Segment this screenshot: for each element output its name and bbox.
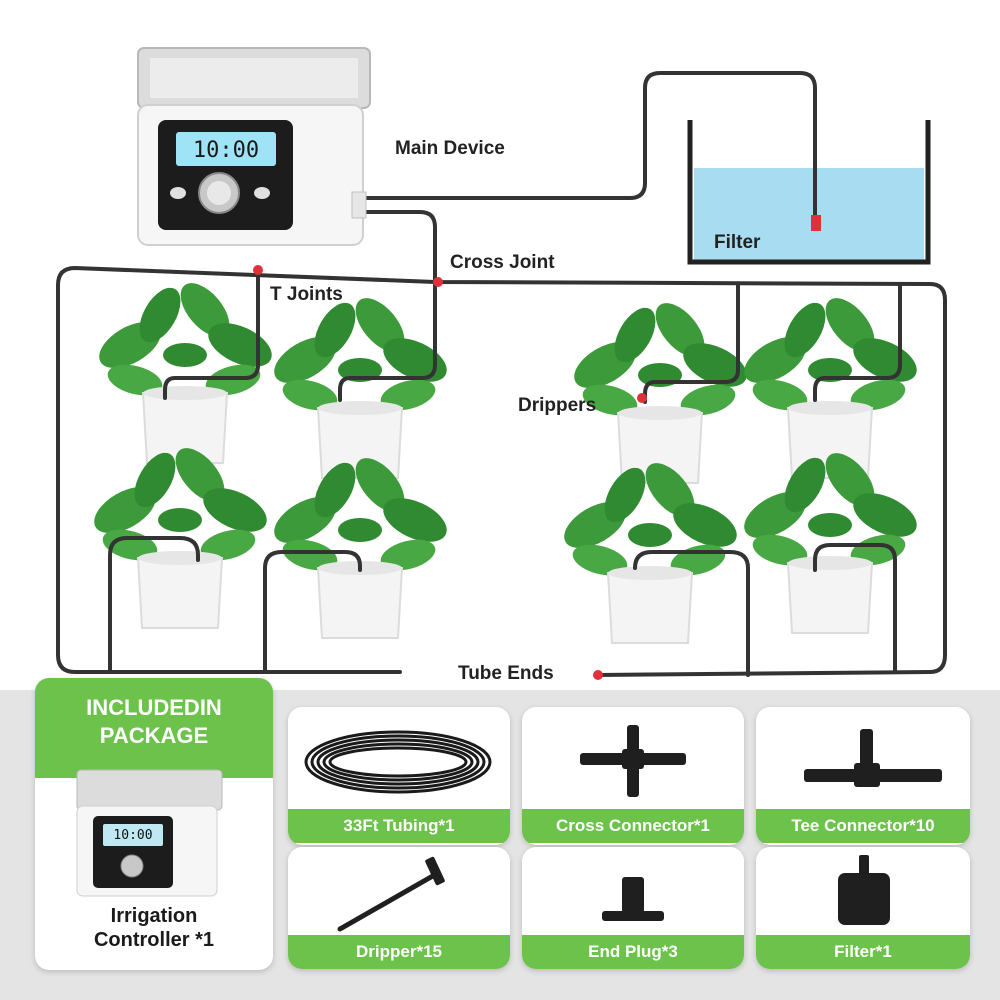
device-time-readout: 10:00 [193, 138, 259, 163]
package-title: INCLUDEDIN PACKAGE [35, 678, 273, 778]
filter-head-marker [811, 215, 821, 231]
connector-markers [253, 215, 821, 680]
label-main-device: Main Device [395, 138, 505, 159]
main-device [137, 47, 371, 246]
end-plug-icon [602, 877, 664, 921]
label-drippers: Drippers [518, 395, 597, 416]
package-title-line1: INCLUDEDIN [86, 695, 222, 720]
item-label-tubing: 33Ft Tubing*1 [288, 809, 510, 843]
cross-connector-icon [580, 725, 686, 797]
filter-icon [838, 855, 890, 925]
controller-time-readout: 10:00 [113, 828, 153, 843]
item-label-end-plug: End Plug*3 [522, 935, 744, 969]
item-card-tubing: 33Ft Tubing*1 [288, 707, 510, 845]
t-joint-marker [253, 265, 263, 275]
controller-caption: Irrigation Controller *1 [35, 904, 273, 952]
item-label-dripper: Dripper*15 [288, 935, 510, 969]
controller-caption-line2: Controller *1 [93, 929, 215, 951]
water-tank [687, 120, 931, 265]
label-filter: Filter [714, 232, 761, 253]
dripper-stake-icon [337, 856, 445, 932]
device-right-button [254, 187, 270, 199]
tee-connector-icon [804, 729, 942, 787]
label-cross-joint: Cross Joint [450, 252, 555, 273]
package-controller-card: INCLUDEDIN PACKAGE 10:00 Irrigation Cont… [35, 678, 273, 970]
controller-image [76, 769, 223, 897]
item-card-end-plug: End Plug*3 [522, 847, 744, 969]
item-label-filter: Filter*1 [756, 935, 970, 969]
device-lcd-screen [176, 132, 276, 166]
item-card-dripper: Dripper*15 [288, 847, 510, 969]
item-card-cross-connector: Cross Connector*1 [522, 707, 744, 845]
controller-caption-line1: Irrigation [110, 905, 198, 927]
package-title-line2: PACKAGE [99, 723, 209, 748]
dripper-marker [637, 393, 647, 403]
tubing-coil-icon [304, 730, 492, 794]
cross-joint-marker [433, 277, 443, 287]
label-tube-ends: Tube Ends [458, 663, 554, 684]
device-left-button [170, 187, 186, 199]
label-t-joints: T Joints [270, 284, 343, 305]
item-card-filter: Filter*1 [756, 847, 970, 969]
item-card-tee-connector: Tee Connector*10 [756, 707, 970, 845]
item-label-cross-connector: Cross Connector*1 [522, 809, 744, 843]
tubing-network [56, 71, 947, 677]
tube-end-marker [593, 670, 603, 680]
item-label-tee-connector: Tee Connector*10 [756, 809, 970, 843]
